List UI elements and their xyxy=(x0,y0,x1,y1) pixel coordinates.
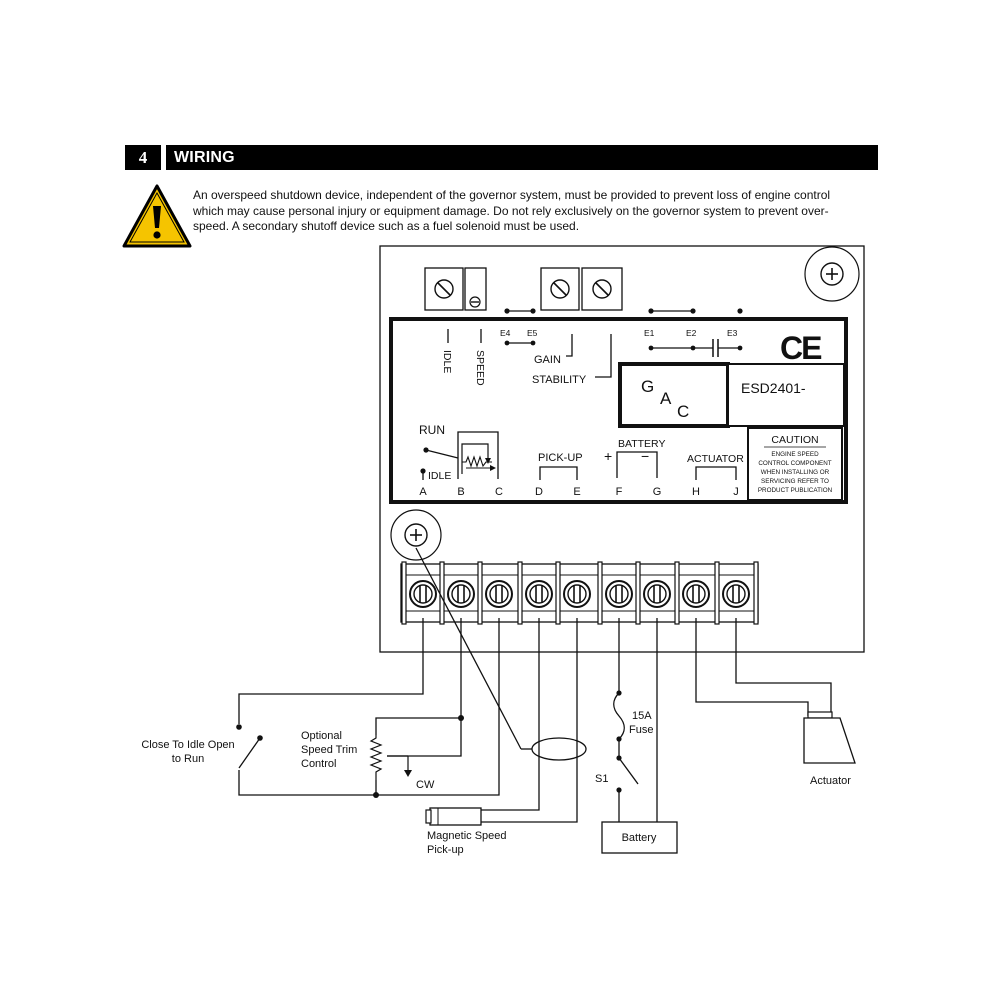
terminal-h-screw-icon[interactable] xyxy=(674,561,710,625)
warning-line: An overspeed shutdown device, independen… xyxy=(193,188,831,202)
battery-label: BATTERY xyxy=(618,438,665,450)
terminal-letter-h: H xyxy=(692,486,700,498)
speed-potentiometer[interactable] xyxy=(464,267,487,311)
warning-line: which may cause personal injury or equip… xyxy=(193,203,829,218)
model-number: ESD2401- xyxy=(741,380,806,396)
terminal-letter-f: F xyxy=(616,486,623,498)
caution-line: PRODUCT PUBLICATION xyxy=(758,487,833,494)
speed-pot-label: SPEED xyxy=(474,350,486,386)
battery-minus-label: − xyxy=(641,448,649,464)
run-label: RUN xyxy=(419,423,445,437)
trim-label: Optional xyxy=(301,730,342,742)
idle-pot-label: IDLE xyxy=(441,350,453,373)
battery-plus-label: + xyxy=(604,448,612,464)
idle-switch-label: to Run xyxy=(172,753,204,765)
terminal-d-screw-icon[interactable] xyxy=(517,561,553,625)
battery-box-label: Battery xyxy=(622,832,657,844)
internal-trim-pot-icon xyxy=(457,431,499,479)
fuse-icon xyxy=(613,692,625,740)
external-wiring xyxy=(238,547,832,823)
cw-label: CW xyxy=(416,779,435,791)
terminal-end-barrier xyxy=(753,561,759,625)
terminal-letter-b: B xyxy=(457,486,464,498)
fuse-label: Fuse xyxy=(629,724,653,736)
jumper-e3-label: E3 xyxy=(727,328,738,338)
terminal-f-screw-icon[interactable] xyxy=(597,561,633,625)
section-title: WIRING xyxy=(174,149,235,166)
battery-box xyxy=(601,821,678,854)
model-box xyxy=(727,363,845,427)
terminal-screws xyxy=(401,561,759,625)
terminal-b-screw-icon[interactable] xyxy=(439,561,475,625)
controller-enclosure xyxy=(379,245,865,653)
s1-switch-icon xyxy=(618,757,639,785)
trim-label: Control xyxy=(301,758,336,770)
pickup-label: PICK-UP xyxy=(538,452,583,464)
caution-title: CAUTION xyxy=(771,434,818,446)
terminal-letter-j: J xyxy=(733,486,739,498)
jumper-e5-label: E5 xyxy=(527,328,538,338)
section-header-bar xyxy=(125,145,878,170)
logo-letter-a: A xyxy=(660,389,672,408)
terminal-letter-a: A xyxy=(419,486,427,498)
pickup-device-label: Pick-up xyxy=(427,844,464,856)
capacitor-icon xyxy=(648,339,743,357)
gain-potentiometer[interactable] xyxy=(540,267,580,311)
terminal-letter-e: E xyxy=(573,486,580,498)
jumper-e1-label: E1 xyxy=(644,328,655,338)
idle-potentiometer[interactable] xyxy=(424,267,464,311)
actuator-box-label: Actuator xyxy=(810,775,851,787)
idle-label: IDLE xyxy=(428,470,451,482)
terminal-a-screw-icon[interactable] xyxy=(401,561,437,625)
pickup-device-label: Magnetic Speed xyxy=(427,830,507,842)
caution-line: CONTROL COMPONENT xyxy=(758,460,831,467)
gain-label: GAIN xyxy=(534,354,561,366)
warning-text: An overspeed shutdown device, independen… xyxy=(193,188,883,235)
fuse-label: 15A xyxy=(632,710,652,722)
stability-potentiometer[interactable] xyxy=(581,267,623,311)
logo-letter-c: C xyxy=(677,402,689,421)
terminal-letter-d: D xyxy=(535,486,543,498)
logo-letter-g: G xyxy=(641,377,654,396)
terminal-e-screw-icon[interactable] xyxy=(555,561,591,625)
actuator-icon xyxy=(803,711,856,764)
magnetic-pickup-icon xyxy=(425,807,482,826)
shield-ellipse xyxy=(531,737,587,761)
terminal-g-screw-icon[interactable] xyxy=(635,561,671,625)
terminal-letter-c: C xyxy=(495,486,503,498)
jumper-e2-label: E2 xyxy=(686,328,697,338)
idle-run-switch-icon xyxy=(236,724,263,769)
caution-line: ENGINE SPEED xyxy=(771,451,819,458)
jumper-e4-label: E4 xyxy=(500,328,511,338)
section-number: 4 xyxy=(125,145,161,170)
stability-label: STABILITY xyxy=(532,374,587,386)
section-divider xyxy=(161,145,166,170)
caution-line: WHEN INSTALLING OR xyxy=(761,469,830,476)
mounting-screw-icon xyxy=(804,246,860,302)
trim-label: Speed Trim xyxy=(301,744,357,756)
warning-triangle-icon xyxy=(122,184,192,248)
actuator-label: ACTUATOR xyxy=(687,453,744,465)
jumper-e1-e2-top xyxy=(648,308,743,314)
jumper-e4-e5-top xyxy=(504,308,536,314)
gac-logo-box xyxy=(618,362,730,428)
idle-switch-label: Close To Idle Open xyxy=(141,739,234,751)
terminal-c-screw-icon[interactable] xyxy=(477,561,513,625)
caution-box xyxy=(747,427,843,501)
terminal-j-screw-icon[interactable] xyxy=(714,561,750,625)
warning-line: speed. A secondary shutoff device such a… xyxy=(193,219,580,233)
caution-line: SERVICING REFER TO xyxy=(761,478,829,485)
ce-mark: CE xyxy=(780,330,822,366)
run-idle-switch-icon xyxy=(420,447,459,480)
terminal-letter-g: G xyxy=(653,486,662,498)
s1-label: S1 xyxy=(595,773,608,785)
speed-trim-potentiometer-icon xyxy=(369,735,412,780)
board-mounting-screw-icon xyxy=(390,509,442,561)
